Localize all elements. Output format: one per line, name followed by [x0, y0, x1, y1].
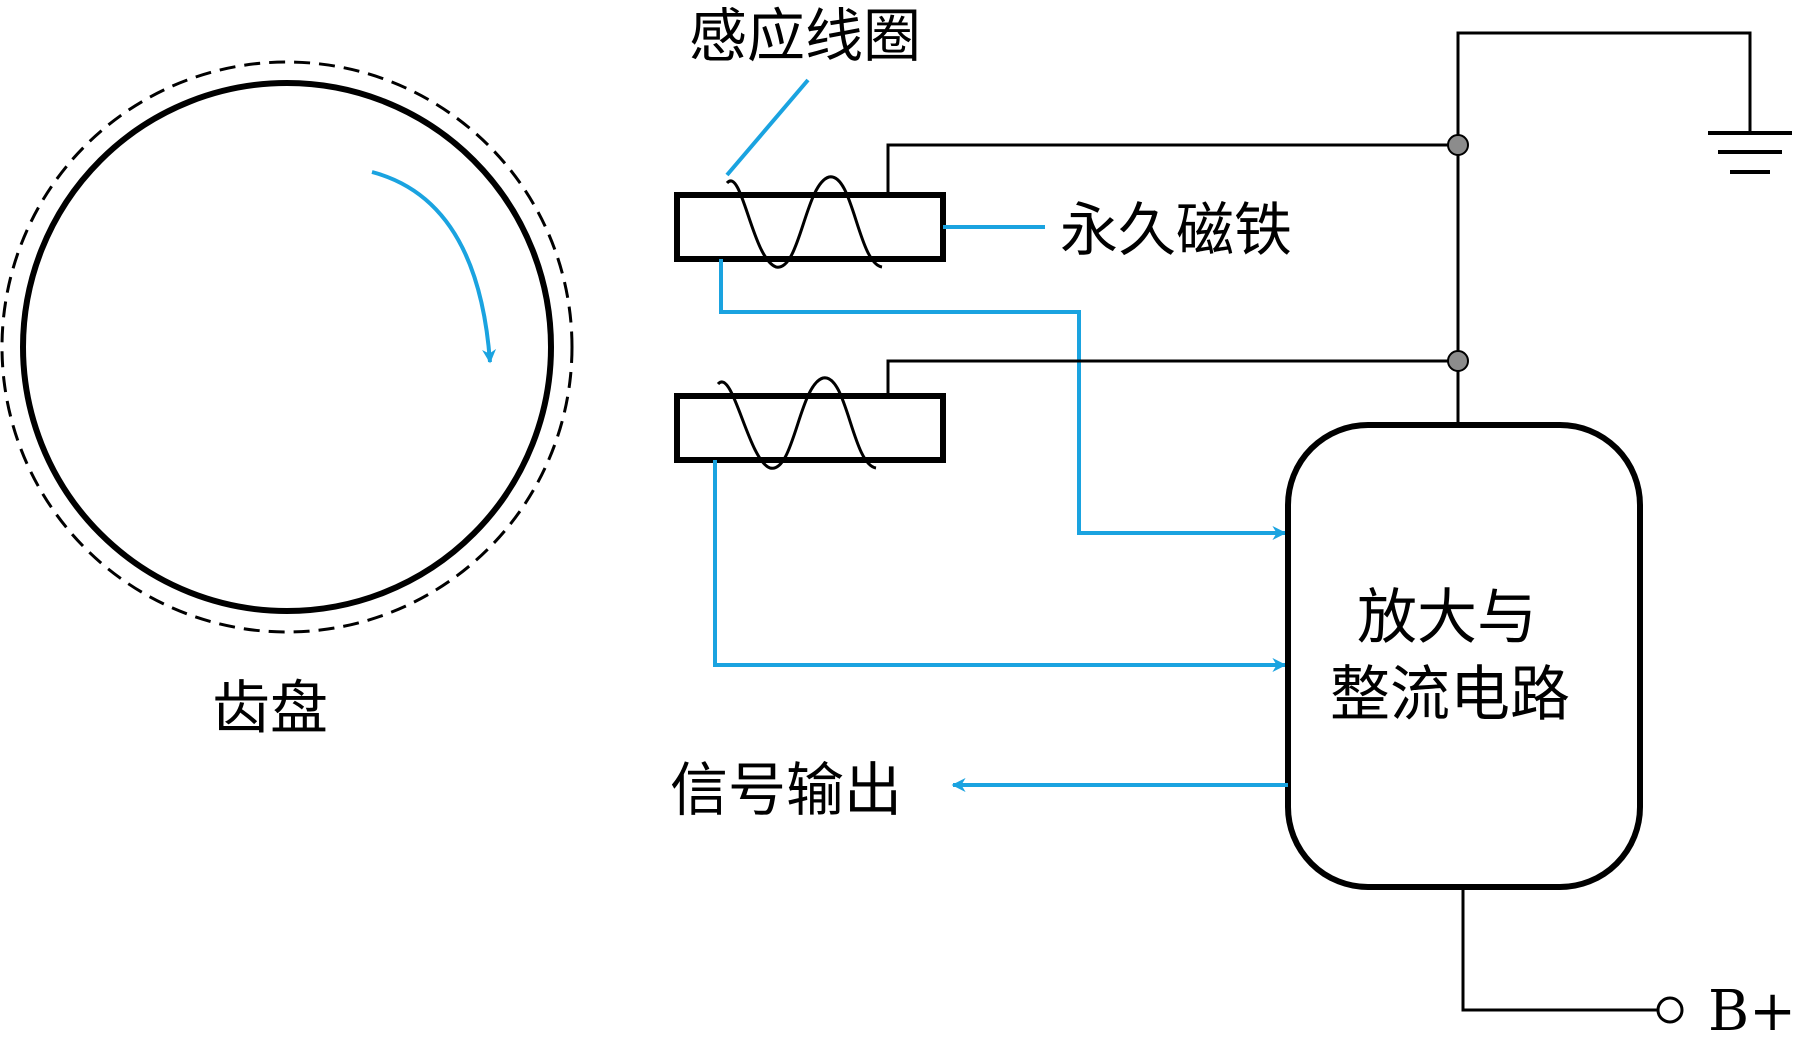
lower-sensor	[674, 359, 1458, 672]
magnet-label: 永久磁铁	[1060, 196, 1292, 264]
upper-coil-lead-wire	[886, 143, 1458, 195]
upper-signal-wire	[719, 259, 1287, 540]
lower-coil-winding	[716, 376, 877, 470]
signal-output-label: 信号输出	[670, 756, 902, 824]
supply-label: B+	[1708, 979, 1793, 1044]
gear-disc	[0, 60, 574, 634]
lower-permanent-magnet	[674, 393, 946, 463]
supply-wire	[1461, 887, 1657, 1012]
upper-sensor	[674, 143, 1458, 540]
rotation-arrow-icon	[371, 170, 497, 364]
gear-label: 齿盘	[212, 674, 328, 742]
upper-junction-dot	[1447, 134, 1469, 156]
lower-signal-wire	[713, 460, 1287, 672]
upper-coil-winding	[725, 175, 883, 269]
ground-bus	[1447, 31, 1792, 425]
gear-outer-dashed-circle	[0, 60, 574, 634]
coil-label-leader	[725, 78, 810, 177]
amplifier-rectifier-block	[1285, 422, 1643, 890]
coil-label: 感应线圈	[689, 2, 921, 70]
ground-icon	[1708, 131, 1792, 174]
gear-inner-circle	[20, 80, 554, 614]
open-terminal-icon	[1656, 996, 1684, 1024]
lower-junction-dot	[1447, 350, 1469, 372]
circuit-label-line1: 放大与	[1357, 583, 1537, 653]
circuit-label-line2: 整流电路	[1330, 660, 1570, 730]
lower-coil-lead-wire	[886, 359, 1458, 396]
ground-bus-wire	[1456, 31, 1752, 425]
